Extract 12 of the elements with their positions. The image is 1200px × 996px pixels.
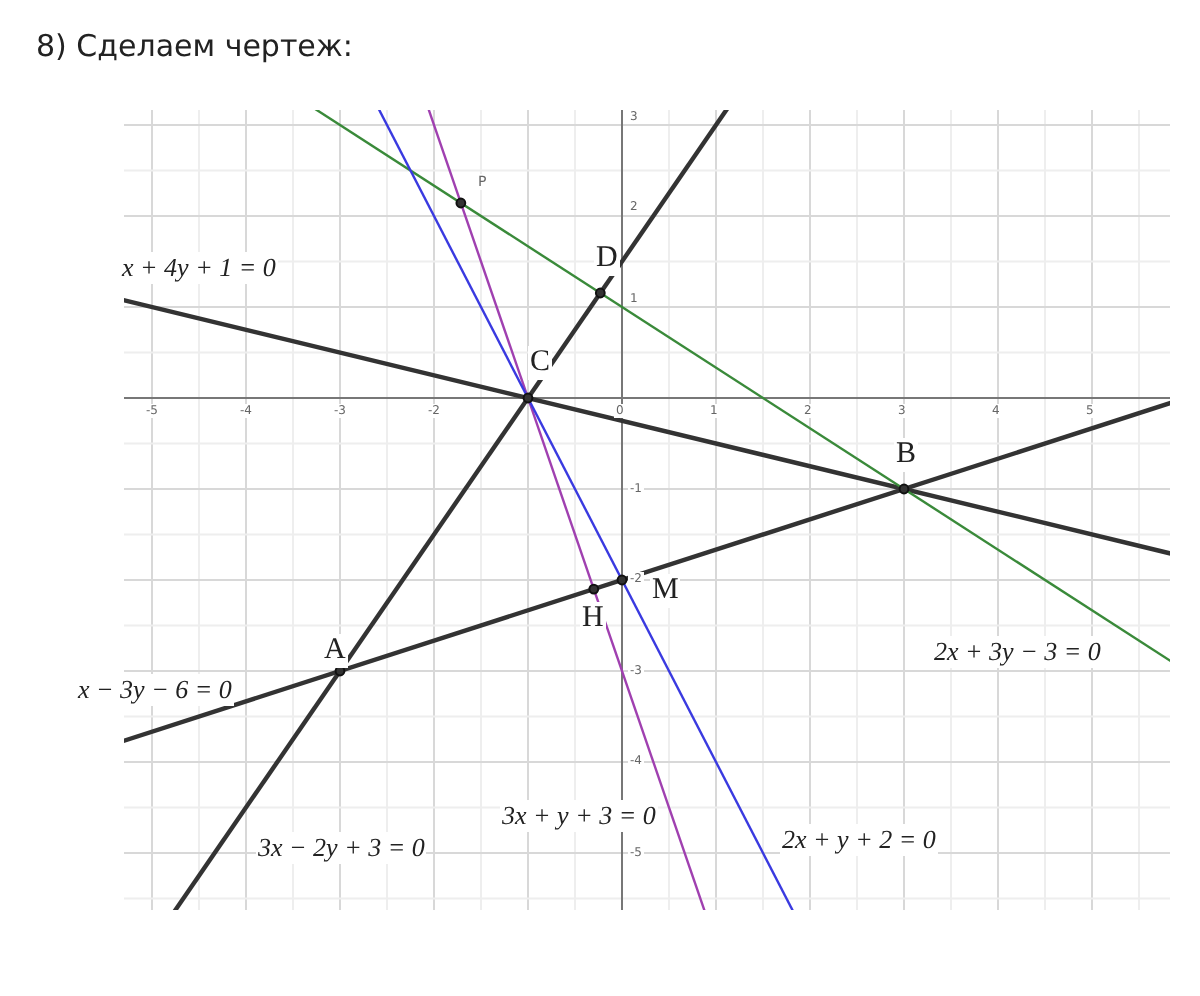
equation-label: 2x + 3y − 3 = 0	[932, 636, 1103, 668]
heading: 8) Сделаем чертеж:	[36, 28, 353, 64]
point-label: B	[894, 438, 919, 472]
point-label: C	[528, 346, 553, 380]
equation-label: 2x + y + 2 = 0	[780, 824, 938, 856]
equation-label: 3x + y + 3 = 0	[500, 800, 658, 832]
equation-label: 3x − 2y + 3 = 0	[256, 832, 427, 864]
point-label: D	[594, 242, 620, 276]
equation-label: x + 4y + 1 = 0	[120, 252, 278, 284]
point-label: A	[322, 634, 348, 668]
point-label: M	[650, 574, 681, 608]
equation-label: x − 3y − 6 = 0	[76, 674, 234, 706]
